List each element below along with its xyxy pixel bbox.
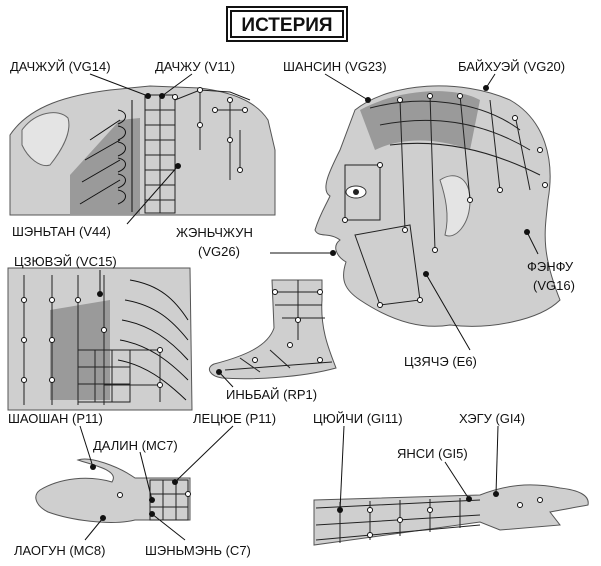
label-shenmen: ШЭНЬМЭНЬ (С7) bbox=[145, 543, 251, 558]
label-renzhong-line2: (VG26) bbox=[198, 244, 240, 259]
upper-back-illustration bbox=[9, 85, 276, 216]
back-acupoint-grid bbox=[144, 89, 251, 214]
label-fengfu-line2: (VG16) bbox=[533, 278, 575, 293]
label-jiuwei: ЦЗЮВЭЙ (VC15) bbox=[14, 254, 117, 269]
label-jiache: ЦЗЯЧЭ (Е6) bbox=[404, 354, 477, 369]
point-labels: ДАЧЖУЙ (VG14) ДАЧЖУ (V11) ШАНСИН (VG23) … bbox=[8, 59, 575, 558]
label-fengfu-line1: ФЭНФУ bbox=[527, 259, 574, 274]
label-baihui: БАЙХУЭЙ (VG20) bbox=[458, 59, 565, 74]
head-profile-illustration bbox=[314, 85, 561, 327]
right-arm-illustration bbox=[313, 484, 589, 546]
label-daling: ДАЛИН (МС7) bbox=[93, 438, 178, 453]
label-shangxing: ШАНСИН (VG23) bbox=[283, 59, 387, 74]
foot-illustration bbox=[208, 279, 337, 380]
label-dazhu: ДАЧЖУ (V11) bbox=[155, 59, 235, 74]
leader-lines bbox=[79, 73, 539, 541]
left-hand-illustration bbox=[35, 458, 191, 523]
label-hegu: ХЭГУ (GI4) bbox=[459, 411, 525, 426]
label-yangxi: ЯНСИ (GI5) bbox=[397, 446, 468, 461]
page-title: ИСТЕРИЯ bbox=[241, 15, 332, 36]
label-laogong: ЛАОГУН (МС8) bbox=[14, 543, 105, 558]
label-renzhong-line1: ЖЭНЬЧЖУН bbox=[176, 225, 253, 240]
label-dazhui: ДАЧЖУЙ (VG14) bbox=[10, 59, 111, 74]
label-shentang: ШЭНЬТАН (V44) bbox=[12, 224, 111, 239]
label-yinbai: ИНЬБАЙ (RP1) bbox=[226, 387, 317, 402]
label-lieque: ЛЕЦЮЕ (P11) bbox=[193, 411, 276, 426]
label-quchi: ЦЮЙЧИ (GI11) bbox=[313, 411, 403, 426]
title-box: ИСТЕРИЯ bbox=[226, 6, 348, 42]
chest-illustration bbox=[7, 267, 193, 411]
label-shaoshang: ШАОШАН (P11) bbox=[8, 411, 103, 426]
